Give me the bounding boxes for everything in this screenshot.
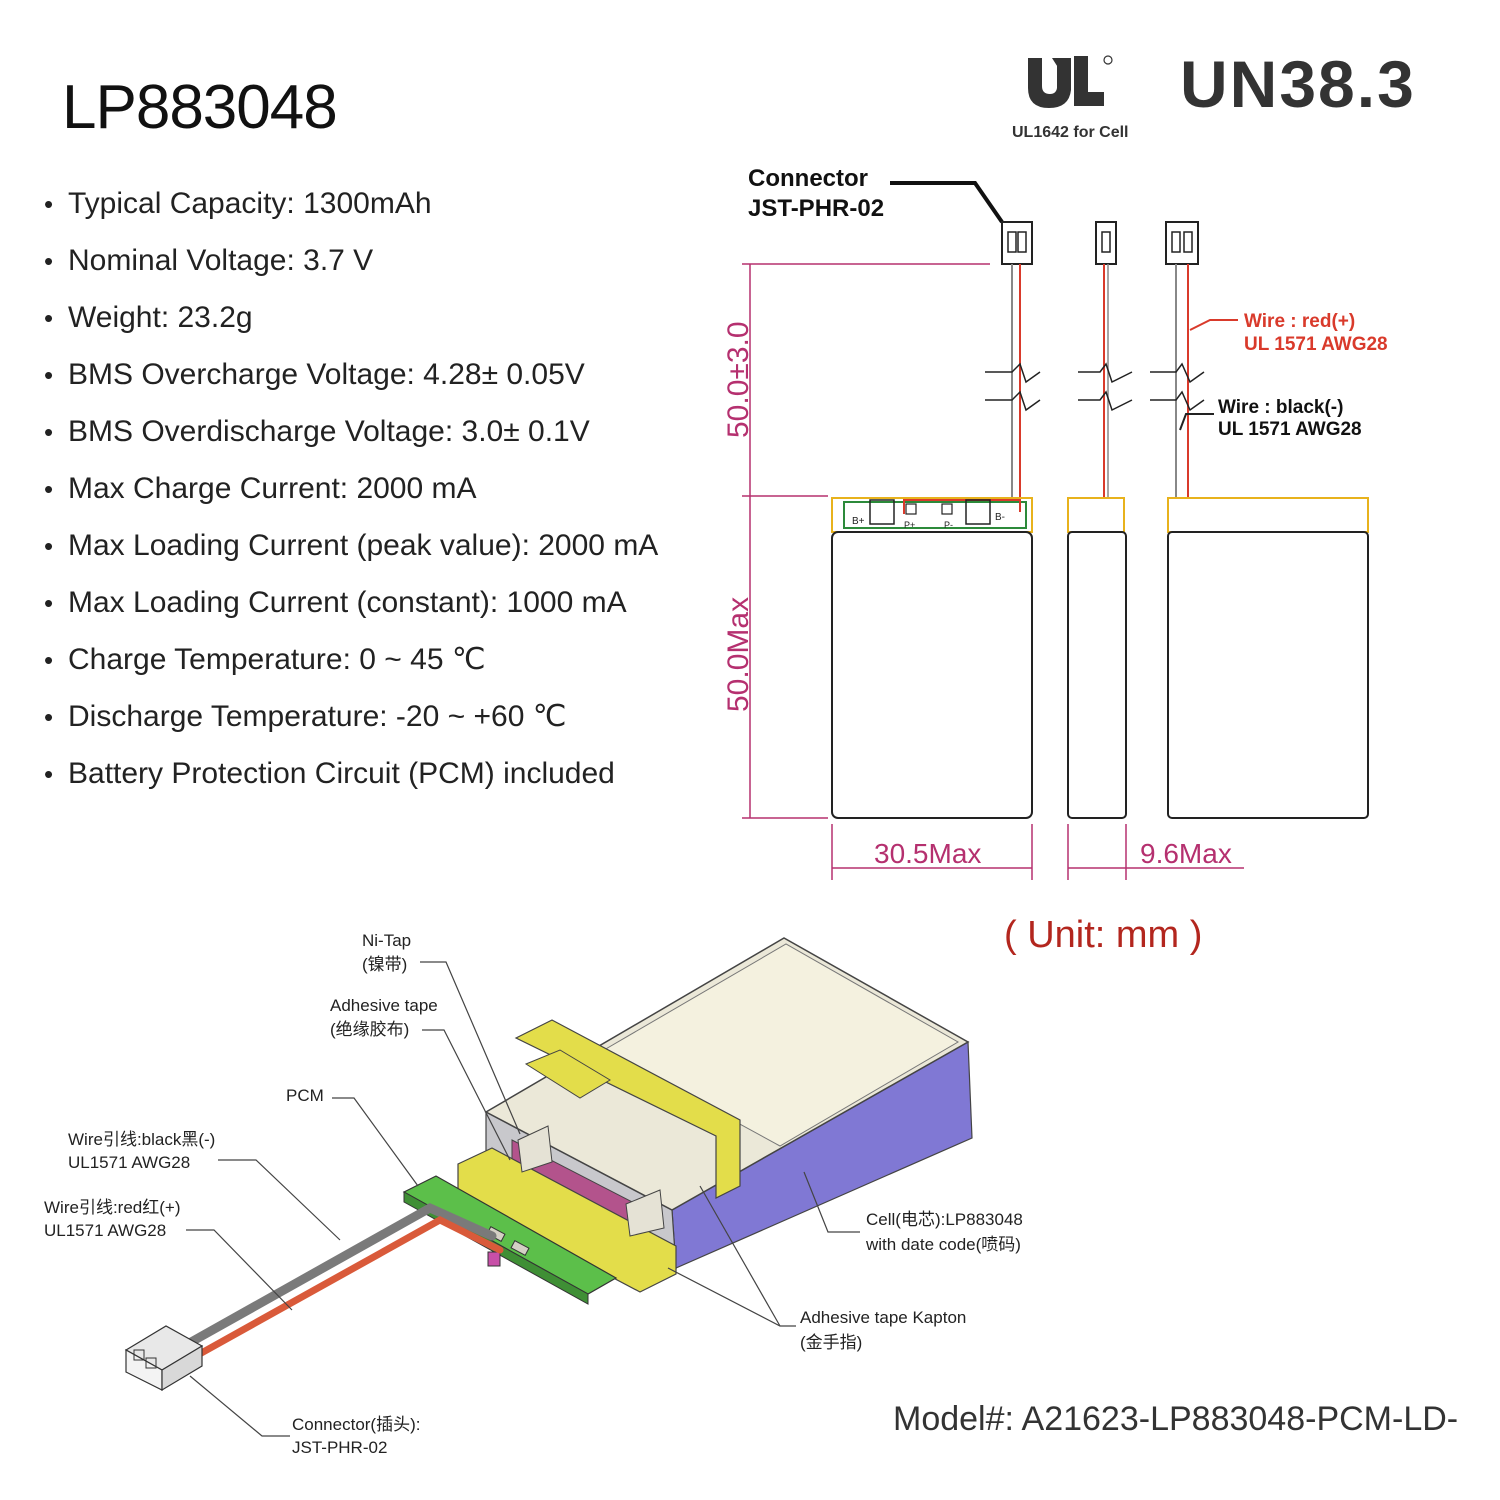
pad-p-minus: P- — [944, 520, 953, 530]
unit-note: ( Unit: mm ) — [1004, 914, 1203, 956]
dim-thickness: 9.6Max — [1140, 838, 1232, 869]
break-symbol — [985, 362, 1041, 412]
cell-side — [1067, 531, 1127, 819]
black-wire-leader — [1179, 413, 1214, 431]
connector-side — [1095, 221, 1117, 265]
pad-p-plus: P+ — [904, 520, 915, 530]
black-wire — [179, 1202, 497, 1351]
connector-rear — [1165, 221, 1199, 265]
exploded-view — [124, 937, 973, 1392]
spec-item: Typical Capacity: 1300mAh — [40, 180, 658, 237]
un-certification: UN38.3 — [1180, 47, 1416, 121]
ul-caption: UL1642 for Cell — [1012, 124, 1129, 141]
red-wire — [192, 1216, 504, 1360]
wire-black-spec: UL 1571 AWG28 — [1218, 419, 1362, 440]
model-number: Model#: A21623-LP883048-PCM-LD- — [893, 1400, 1459, 1438]
red-wire-label: Wire引线:red红(+) — [44, 1198, 180, 1217]
connector-leader-line — [890, 181, 1004, 224]
side-view — [1067, 221, 1133, 819]
rear-view — [1150, 221, 1369, 819]
spec-item: Max Loading Current (peak value): 2000 m… — [40, 522, 658, 579]
cell-rear — [1167, 531, 1369, 819]
adhesive-tape-cn-label: (绝缘胶布) — [330, 1020, 409, 1039]
pad-b-minus: B- — [995, 512, 1005, 523]
spec-item: Weight: 23.2g — [40, 294, 658, 351]
wire-red-label: Wire : red(+) — [1244, 311, 1355, 332]
wire-black-label: Wire : black(-) — [1218, 397, 1343, 418]
front-view: B+ P+ P- B- — [831, 221, 1041, 819]
dim-wire-length: 50.0±3.0 — [722, 321, 755, 438]
spec-item: Max Loading Current (constant): 1000 mA — [40, 579, 658, 636]
exploded-connector-label: Connector(插头): — [292, 1415, 420, 1434]
spec-item: Charge Temperature: 0 ~ 45 ℃ — [40, 636, 658, 693]
connector-model-label: JST-PHR-02 — [748, 195, 884, 222]
dim-height: 50.0Max — [722, 597, 755, 712]
cell-date-code-label: with date code(喷码) — [865, 1235, 1021, 1254]
ni-tap-label: Ni-Tap — [362, 931, 411, 950]
exploded-connector-model: JST-PHR-02 — [292, 1438, 387, 1457]
black-wire-label: Wire引线:black黑(-) — [68, 1130, 215, 1149]
spec-item: Max Charge Current: 2000 mA — [40, 465, 658, 522]
spec-list: Typical Capacity: 1300mAh Nominal Voltag… — [40, 180, 658, 807]
ni-tap-cn-label: (镍带) — [362, 955, 407, 974]
connector-label: Connector — [748, 165, 868, 192]
spec-item: BMS Overdischarge Voltage: 3.0± 0.1V — [40, 408, 658, 465]
red-wire-spec: UL1571 AWG28 — [44, 1221, 166, 1240]
spec-item: Nominal Voltage: 3.7 V — [40, 237, 658, 294]
callout-leaders — [186, 961, 860, 1437]
product-title: LP883048 — [62, 73, 338, 142]
spec-item: Battery Protection Circuit (PCM) include… — [40, 750, 658, 807]
dim-width: 30.5Max — [874, 838, 981, 869]
kapton-label: Adhesive tape Kapton — [800, 1308, 966, 1327]
spec-item: BMS Overcharge Voltage: 4.28± 0.05V — [40, 351, 658, 408]
pcm-label: PCM — [286, 1086, 324, 1105]
cell-front — [831, 531, 1033, 819]
black-wire-spec: UL1571 AWG28 — [68, 1153, 190, 1172]
red-wire-leader — [1189, 319, 1238, 331]
pad-b-plus: B+ — [852, 516, 865, 527]
dimension-lines — [742, 263, 1244, 880]
ul-logo-icon — [1028, 55, 1113, 108]
kapton-cn-label: (金手指) — [800, 1333, 862, 1352]
wire-red-spec: UL 1571 AWG28 — [1244, 334, 1388, 355]
spec-item: Discharge Temperature: -20 ~ +60 ℃ — [40, 693, 658, 750]
cell-label: Cell(电芯):LP883048 — [866, 1210, 1023, 1229]
adhesive-tape-label: Adhesive tape — [330, 996, 438, 1015]
connector-front — [1001, 221, 1033, 265]
